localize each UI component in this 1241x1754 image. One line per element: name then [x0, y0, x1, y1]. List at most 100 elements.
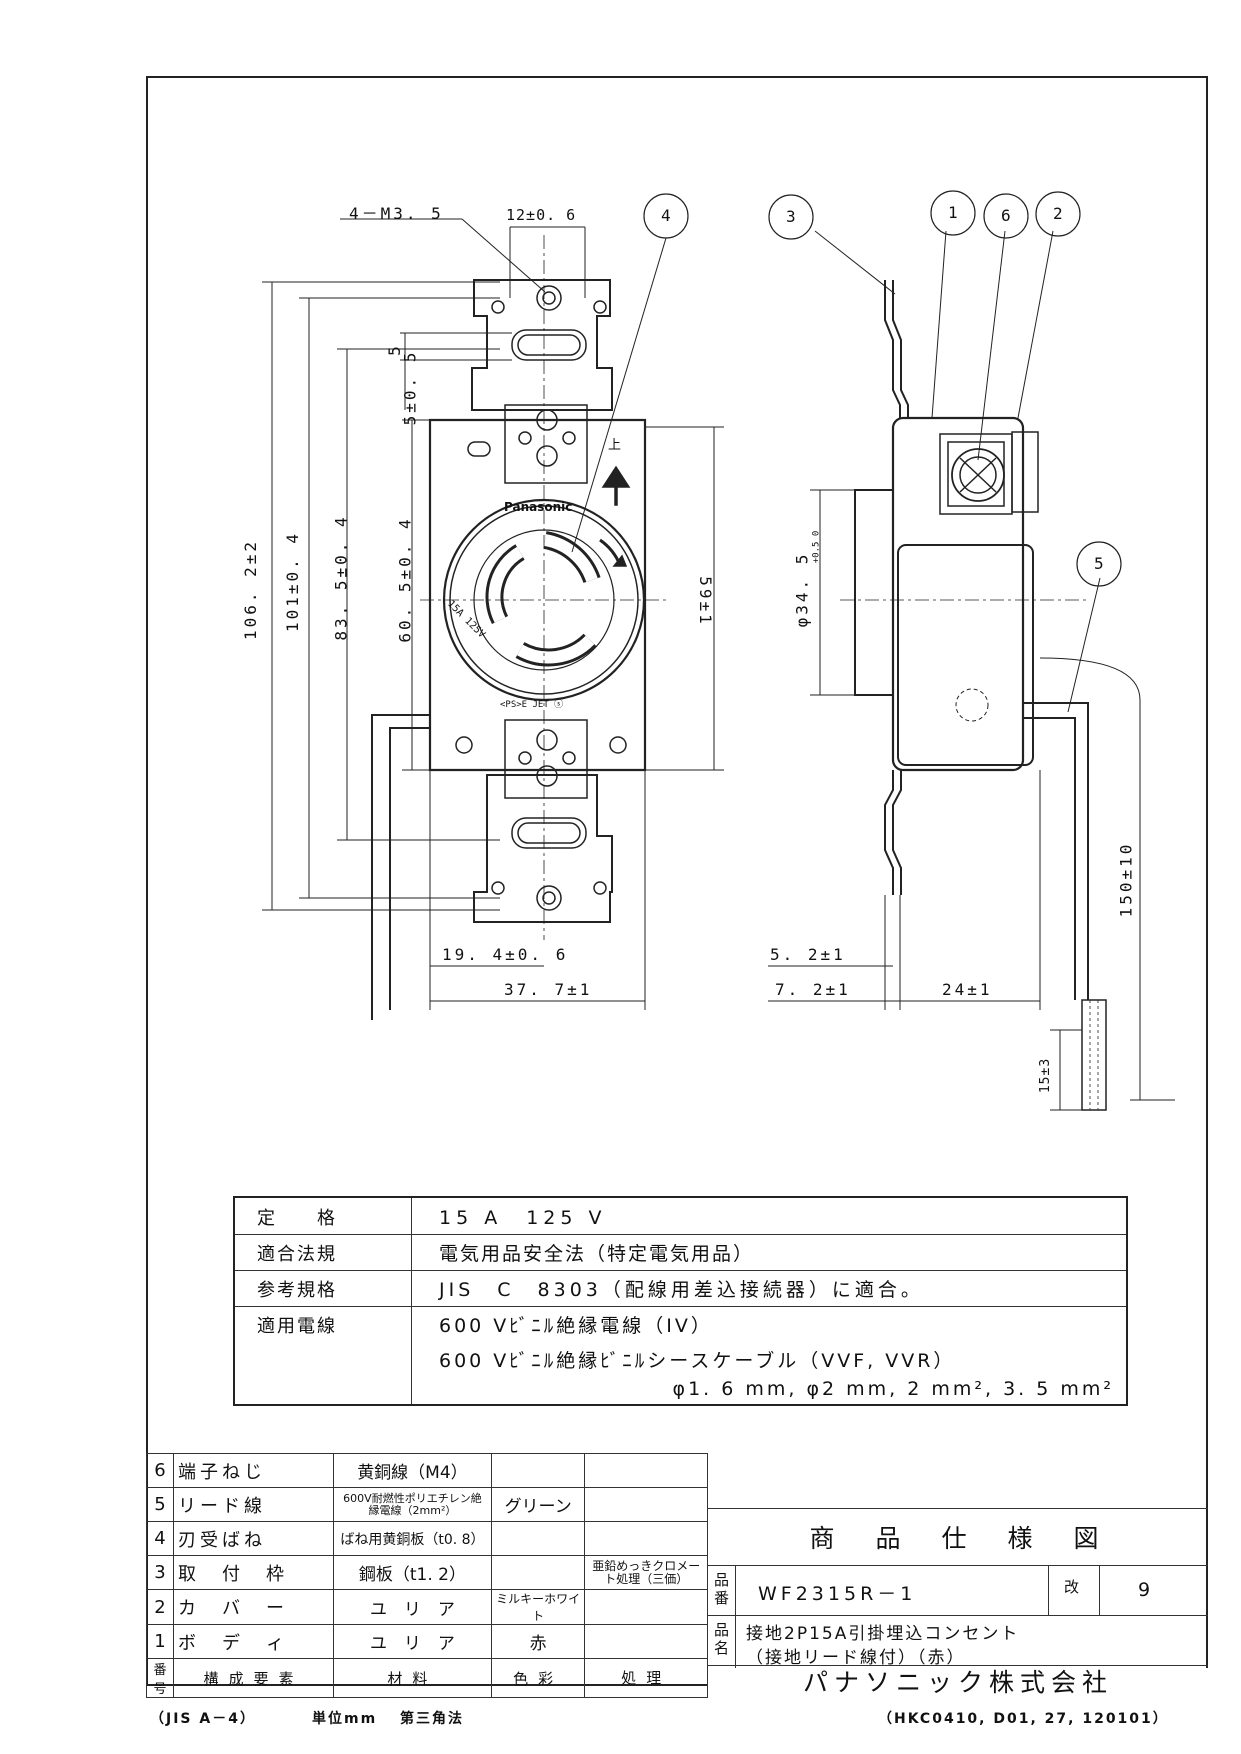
dim-194: 19. 4±0. 6	[442, 945, 569, 964]
part-no: 5	[146, 1487, 174, 1522]
dim-m35: 4－M3. 5	[349, 204, 444, 223]
part-treatment: 亜鉛めっきクロメート処理（三価）	[584, 1555, 708, 1590]
part-no: 2	[146, 1589, 174, 1625]
part-color	[490, 1521, 586, 1556]
header-name: 構成要素	[173, 1658, 334, 1698]
dim-phi: φ34. 5	[792, 551, 812, 628]
part-color: グリーン	[490, 1487, 586, 1522]
side-view	[840, 280, 1107, 1111]
part-name: 端子ねじ	[173, 1453, 334, 1488]
dim-15: 15±3	[1038, 1057, 1054, 1094]
part-name: リード線	[173, 1487, 334, 1522]
part-treatment	[584, 1624, 708, 1659]
parts-list: 6 端子ねじ 黄銅線（M4） 5 リード線 600V耐燃性ポリエチレン絶縁電線（…	[146, 1453, 708, 1698]
header-material: 材料	[332, 1658, 492, 1698]
dim-59: 59±1	[695, 576, 715, 627]
part-no: 3	[146, 1555, 174, 1590]
spec-value-rating: 15 A 125 V	[439, 1207, 607, 1229]
part-color: ミルキーホワイト	[490, 1589, 586, 1625]
dim-52: 5. 2±1	[770, 945, 846, 964]
revision-number: 9	[1138, 1579, 1151, 1601]
spec-value-wire-3: φ1. 6 mm, φ2 mm, 2 mm², 3. 5 mm²	[672, 1378, 1114, 1400]
company-name: パナソニック株式会社	[708, 1668, 1208, 1697]
part-material: ばね用黄銅板（t0. 8）	[332, 1521, 492, 1556]
part-material: ユ リ ア	[332, 1589, 492, 1625]
balloon-6: 6	[1001, 206, 1014, 225]
front-view	[371, 235, 670, 1020]
name-label: 品名	[714, 1621, 730, 1657]
part-balloons	[643, 190, 1122, 587]
spec-label-wire: 適用電線	[257, 1316, 337, 1337]
part-treatment	[584, 1487, 708, 1522]
part-no-label: 品番	[714, 1571, 730, 1607]
part-material: 鋼板（t1. 2）	[332, 1555, 492, 1590]
header-no: 番号	[146, 1658, 174, 1698]
header-treatment: 処理	[584, 1658, 708, 1698]
dim-101: 101±0. 4	[283, 530, 303, 633]
parts-row: 5 リード線 600V耐燃性ポリエチレン絶縁電線（2mm²） グリーン	[146, 1487, 708, 1522]
parts-row: 2 カ バ ー ユ リ ア ミルキーホワイト	[146, 1589, 708, 1625]
part-treatment	[584, 1521, 708, 1556]
dim-72: 7. 2±1	[775, 980, 851, 999]
spec-value-law: 電気用品安全法（特定電気用品）	[439, 1243, 755, 1265]
part-no: 6	[146, 1453, 174, 1488]
part-material: 600V耐燃性ポリエチレン絶縁電線（2mm²）	[332, 1487, 492, 1522]
dim-phi-tol: +0.5 0	[811, 530, 822, 564]
header-color: 色彩	[490, 1658, 586, 1698]
product-name-2: （接地リード線付）（赤）	[746, 1648, 966, 1668]
spec-value-wire-1: 600 Vﾋﾞﾆﾙ絶縁電線（IV）	[439, 1315, 713, 1337]
parts-row: 1 ボ デ ィ ユ リ ア 赤	[146, 1624, 708, 1659]
front-dimensions	[262, 218, 724, 1010]
footer-paper: （JIS A－4）	[150, 1711, 256, 1727]
part-name: 刃受ばね	[173, 1521, 334, 1556]
dim-12: 12±0. 6	[506, 206, 577, 224]
part-color	[490, 1555, 586, 1590]
dim-24: 24±1	[942, 980, 993, 999]
balloon-3: 3	[786, 207, 799, 226]
part-treatment	[584, 1589, 708, 1625]
dim-106: 106. 2±2	[241, 538, 261, 641]
part-material: ユ リ ア	[332, 1624, 492, 1659]
spec-table: 定 格 15 A 125 V 適合法規 電気用品安全法（特定電気用品） 参考規格…	[233, 1196, 1128, 1406]
part-color: 赤	[490, 1624, 586, 1659]
dim-5b: 5±0. 5	[400, 349, 420, 426]
product-name-1: 接地2P15A引掛埋込コンセント	[746, 1624, 1020, 1644]
side-dimensions	[768, 230, 1175, 1111]
parts-row: 3 取 付 枠 鋼板（t1. 2） 亜鉛めっきクロメート処理（三価）	[146, 1555, 708, 1590]
balloon-2: 2	[1053, 204, 1066, 223]
part-color	[490, 1453, 586, 1488]
part-material: 黄銅線（M4）	[332, 1453, 492, 1488]
spec-label-law: 適合法規	[257, 1244, 337, 1265]
part-no: 4	[146, 1521, 174, 1556]
footer-unit: 単位mm	[312, 1711, 378, 1727]
arrow-label: 上	[608, 438, 622, 453]
revision-label: 改	[1064, 1578, 1080, 1596]
spec-label-rating: 定 格	[257, 1208, 337, 1229]
part-name: カ バ ー	[173, 1589, 334, 1625]
parts-row: 6 端子ねじ 黄銅線（M4）	[146, 1453, 708, 1488]
footer-code: （HKC0410, D01, 27, 120101）	[878, 1711, 1169, 1727]
parts-row: 4 刃受ばね ばね用黄銅板（t0. 8）	[146, 1521, 708, 1556]
balloon-1: 1	[948, 203, 961, 222]
dim-377: 37. 7±1	[504, 980, 593, 999]
spec-value-standard: JIS C 8303（配線用差込接続器）に適合。	[439, 1279, 924, 1301]
balloon-4: 4	[661, 206, 674, 225]
part-name: 取 付 枠	[173, 1555, 334, 1590]
balloon-5: 5	[1094, 554, 1107, 573]
brand-mark: Panasonic	[504, 500, 573, 514]
parts-header-row: 番号 構成要素 材料 色彩 処理	[146, 1658, 708, 1698]
title-block: 商 品 仕 様 図 品番 WF2315R－1 改 9 品名 接地2P15A引掛埋…	[708, 1453, 1208, 1697]
part-treatment	[584, 1453, 708, 1488]
footer-projection: 第三角法	[400, 1711, 464, 1727]
part-number: WF2315R－1	[758, 1583, 917, 1605]
part-no: 1	[146, 1624, 174, 1659]
drawing-title: 商 品 仕 様 図	[809, 1524, 1107, 1553]
spec-label-standard: 参考規格	[257, 1280, 337, 1301]
part-name: ボ デ ィ	[173, 1624, 334, 1659]
dim-60: 60. 5±0. 4	[395, 516, 415, 643]
spec-value-wire-2: 600 Vﾋﾞﾆﾙ絶縁ﾋﾞﾆﾙシースケーブル（VVF, VVR）	[439, 1350, 956, 1372]
dim-150: 150±10	[1116, 841, 1136, 918]
rating-mark: 15A 125V	[445, 598, 488, 641]
